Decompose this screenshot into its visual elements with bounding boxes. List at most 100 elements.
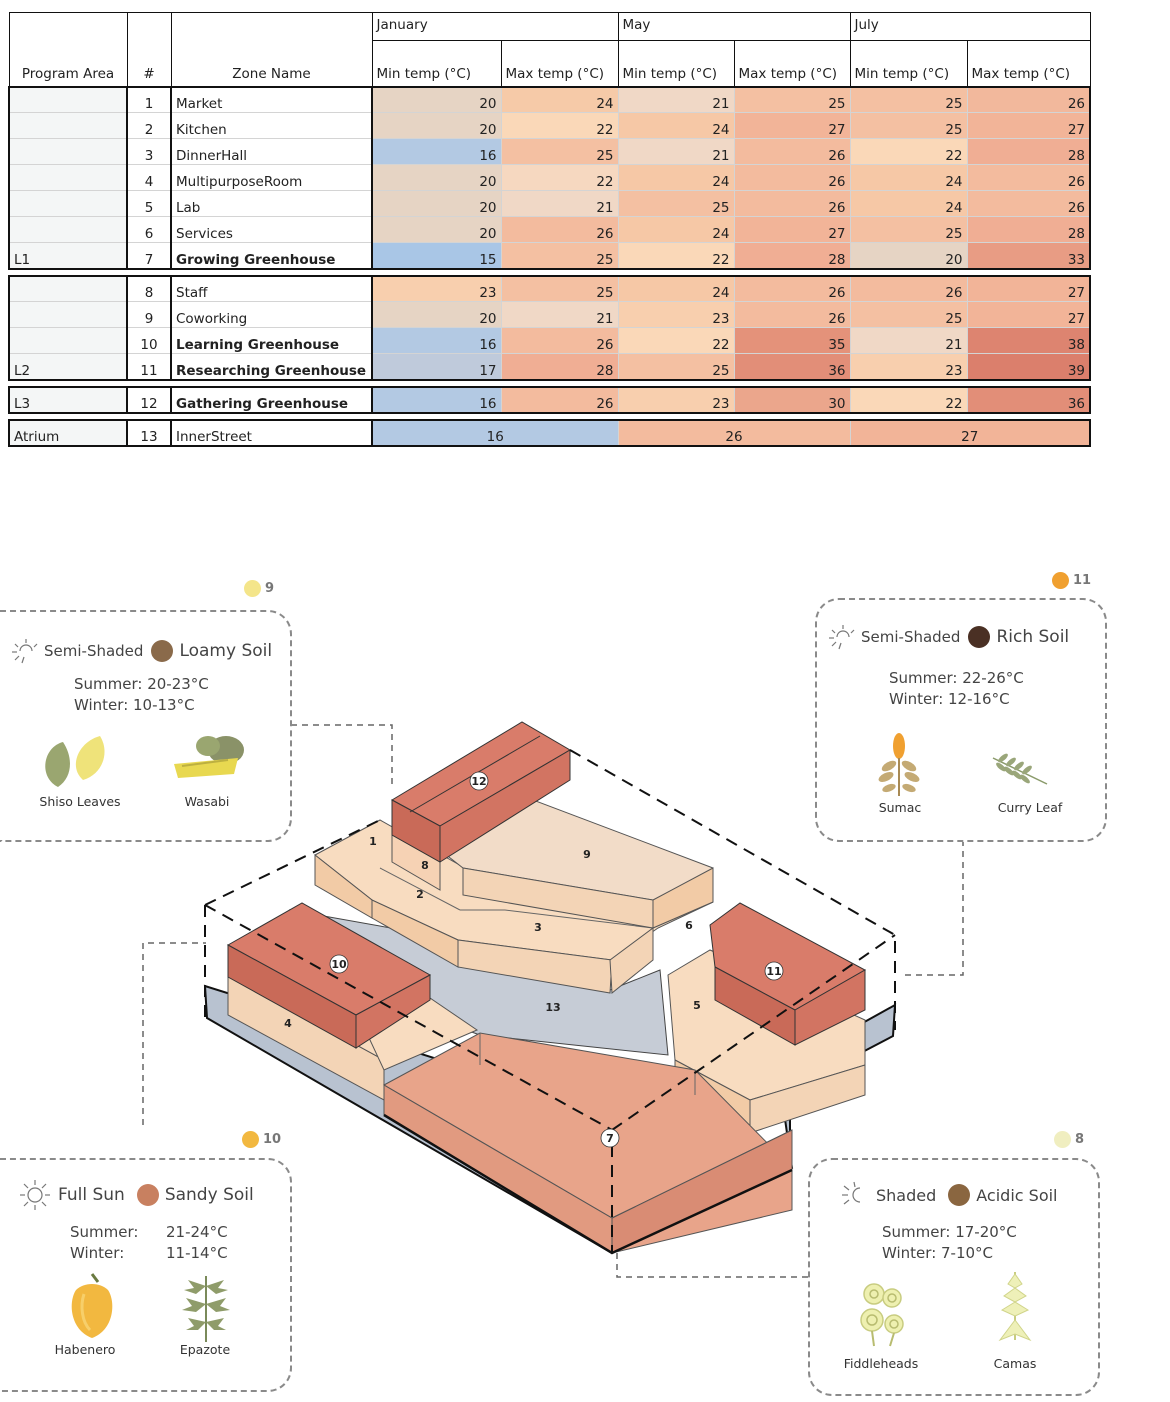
zone-12-side-right bbox=[439, 749, 571, 863]
group-spacer bbox=[9, 379, 1091, 387]
plant-label-fiddleheads: Fiddleheads bbox=[843, 1356, 919, 1371]
temp-cell-jan-max: 25 bbox=[500, 274, 619, 302]
header-jul-min: Min temp (°C) bbox=[849, 40, 968, 87]
temp-cell-may-max: 26 bbox=[733, 164, 851, 191]
temp-cell-jul-min: 24 bbox=[849, 190, 968, 217]
semi-shade-icon bbox=[829, 625, 855, 650]
temp-cell-jul-max: 27 bbox=[966, 301, 1092, 328]
zone-label-9: 9 bbox=[583, 848, 591, 861]
card-8-temps: Summer: 17-20°C Winter: 7-10°C bbox=[882, 1222, 1017, 1264]
zone-name-cell: Learning Greenhouse bbox=[170, 327, 373, 354]
temp-cell-jan-max: 26 bbox=[500, 327, 619, 354]
zone-7-marker bbox=[600, 1128, 620, 1148]
header-month-january: January bbox=[371, 12, 619, 41]
temp-cell-jan-max: 22 bbox=[500, 164, 619, 191]
temp-cell-may-max: 26 bbox=[733, 138, 851, 165]
shade-icon bbox=[842, 1181, 861, 1205]
card-10-badge: 10 bbox=[242, 1131, 281, 1148]
temp-cell-jul-max: 39 bbox=[966, 353, 1092, 381]
card-8-winter: Winter: 7-10°C bbox=[882, 1244, 994, 1262]
temp-cell-jan-min: 16 bbox=[371, 385, 502, 414]
zone-number-cell: 11 bbox=[126, 353, 172, 381]
program-area-cell: L1 bbox=[8, 242, 128, 270]
card-9-badge-dot bbox=[244, 580, 261, 597]
temp-cell-jul: 27 bbox=[849, 418, 1092, 447]
zone-number-cell: 13 bbox=[126, 418, 172, 447]
card-9-summer: Summer: 20-23°C bbox=[74, 675, 209, 693]
zone-10-marker bbox=[329, 954, 349, 974]
temp-cell-may-min: 22 bbox=[617, 242, 735, 270]
sandy-soil-icon bbox=[136, 1184, 159, 1206]
temp-cell-jan-max: 21 bbox=[500, 190, 619, 217]
acidic-soil-icon bbox=[948, 1184, 971, 1206]
zone-label-3: 3 bbox=[534, 921, 542, 934]
temp-cell-jul-max: 28 bbox=[966, 138, 1092, 165]
plant-label-epazote: Epazote bbox=[179, 1342, 231, 1357]
header-program-area: Program Area bbox=[8, 12, 128, 87]
temp-cell-may-max: 28 bbox=[733, 242, 851, 270]
card-9-header: Semi-Shaded Loamy Soil bbox=[10, 636, 272, 666]
temp-cell-jul-min: 25 bbox=[849, 301, 968, 328]
zone-label-5: 5 bbox=[693, 999, 701, 1012]
program-area-cell bbox=[8, 164, 128, 191]
temp-cell-jul-max: 36 bbox=[966, 385, 1092, 414]
temp-cell-may-min: 24 bbox=[617, 112, 735, 139]
program-area-cell bbox=[8, 112, 128, 139]
card-8-soil: Acidic Soil bbox=[976, 1185, 1058, 1205]
plant-label-shiso: Shiso Leaves bbox=[39, 794, 121, 809]
temp-cell-jan-min: 20 bbox=[371, 216, 502, 243]
header-jan-min: Min temp (°C) bbox=[371, 40, 502, 87]
group-spacer bbox=[9, 412, 1091, 420]
connector-lines bbox=[142, 724, 964, 1278]
temp-cell-jul-max: 26 bbox=[966, 164, 1092, 191]
header-jul-max: Max temp (°C) bbox=[966, 40, 1091, 87]
plant-label-curry-leaf: Curry Leaf bbox=[997, 800, 1063, 815]
card-11-summer: Summer: 22-26°C bbox=[889, 669, 1024, 687]
epazote-icon bbox=[182, 1276, 230, 1342]
zone-label-4: 4 bbox=[284, 1017, 292, 1030]
zone-number-cell: 4 bbox=[126, 164, 172, 191]
card-8-header: Shaded Acidic Soil bbox=[840, 1180, 1058, 1210]
habanero-icon bbox=[71, 1273, 113, 1338]
card-10-header: Full Sun Sandy Soil bbox=[18, 1178, 254, 1212]
connector-11 bbox=[905, 840, 964, 976]
zone-label-2: 2 bbox=[416, 888, 424, 901]
zone-label-10: 10 bbox=[331, 958, 347, 971]
zone-number-cell: 7 bbox=[126, 242, 172, 270]
temp-cell-jan-max: 22 bbox=[500, 112, 619, 139]
temp-cell-jan-min: 23 bbox=[371, 274, 502, 302]
temp-cell-jul-max: 27 bbox=[966, 112, 1092, 139]
program-area-cell bbox=[8, 85, 128, 113]
program-area-cell bbox=[8, 327, 128, 354]
zone-5-side-right bbox=[749, 1064, 866, 1134]
zone-number-cell: 10 bbox=[126, 327, 172, 354]
header-may-max: Max temp (°C) bbox=[733, 40, 851, 87]
temp-cell-may-max: 27 bbox=[733, 112, 851, 139]
program-area-cell: Atrium bbox=[8, 418, 128, 447]
zone-name-cell: Services bbox=[170, 216, 373, 243]
zone-number-cell: 6 bbox=[126, 216, 172, 243]
temp-cell-may-max: 26 bbox=[733, 190, 851, 217]
curry-leaf-icon bbox=[992, 753, 1048, 785]
temp-cell-jul-min: 25 bbox=[849, 112, 968, 139]
card-11-badge: 11 bbox=[1052, 572, 1091, 589]
temp-cell-jan-min: 20 bbox=[371, 190, 502, 217]
temp-cell-may-min: 21 bbox=[617, 85, 735, 113]
zone-label-12: 12 bbox=[471, 775, 486, 788]
zone-name-cell: Lab bbox=[170, 190, 373, 217]
temp-cell-jul-max: 38 bbox=[966, 327, 1092, 354]
card-11-soil: Rich Soil bbox=[996, 627, 1070, 647]
program-area-cell bbox=[8, 190, 128, 217]
group-spacer bbox=[9, 268, 1091, 276]
